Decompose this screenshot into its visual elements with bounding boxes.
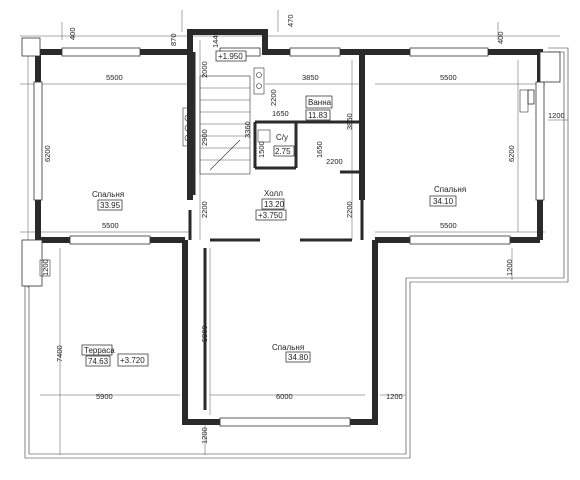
room-level: +3.750 [258,211,283,220]
dim-5500-top-right: 5500 [440,73,457,82]
dim-2200-bath: 2200 [269,89,278,106]
dim-1440: 1440 [211,31,220,48]
dim-2200-right-v: 2200 [345,201,354,218]
dim-2200-hall: 2200 [326,157,343,166]
room-area: 2.75 [275,147,291,156]
dim-6200-left: 6200 [43,145,52,162]
dim-5500-top-left: 5500 [106,73,123,82]
dim-2900: 2900 [200,129,209,146]
room-label-wc: С/у 2.75 [273,133,295,157]
dim-5900-h: 5900 [96,392,113,401]
dim-5900-v: 5900 [200,325,209,342]
dim-1200-right: 1200 [548,111,565,120]
dim-1200-bottom-v: 1200 [200,427,209,444]
stair-level-label: +1.950 [215,50,247,62]
dim-2000: 2000 [200,61,209,78]
dim-2200-left-v: 2200 [200,201,209,218]
stair-level: +1.950 [218,52,243,61]
dimension-lines [20,10,568,455]
room-label-bedroom-bottom: Спальня 34.80 [272,343,311,363]
dim-870: 870 [169,33,178,46]
room-label-hall: Холл 13.20 +3.750 [255,189,287,221]
dim-1500: 1500 [257,141,266,158]
dim-7400: 7400 [55,345,64,362]
dim-3850-v: 3850 [345,113,354,130]
room-area: 74.63 [88,357,109,366]
room-name: Ванна [308,98,332,107]
room-area: 13.20 [264,200,285,209]
room-name: Холл [264,189,283,198]
room-name: Спальня [434,185,466,194]
room-name: С/у [276,133,288,142]
room-label-bedroom-left: Спальня 33.95 [92,190,124,211]
fixtures [39,67,529,277]
dim-1200-bottom: 1200 [386,392,403,401]
room-name: Терраса [84,346,115,355]
room-area: 33.95 [100,201,121,210]
room-label-terrace: Терраса 74.63 +3.720 [81,344,149,367]
room-level: +3.720 [120,356,145,365]
dim-1200-right-v: 1200 [505,259,514,276]
dim-3850-top: 3850 [302,73,319,82]
dim-6200-right: 6200 [507,145,516,162]
room-label-bedroom-right: Спальня 34.10 [429,185,466,207]
dim-470: 470 [286,14,295,27]
room-name: Спальня [272,343,304,352]
dim-400-top-right: 400 [496,31,505,44]
dim-6000: 6000 [276,392,293,401]
dim-1650-v: 1650 [315,141,324,158]
dimension-texts: 400 870 470 400 1440 2000 5500 3850 5500… [41,14,565,444]
stair [199,75,251,175]
room-label-bathroom: Ванна 11.83 [305,95,333,121]
room-area: 11.83 [308,111,328,120]
dim-5500-mid-left: 5500 [102,221,119,230]
dim-5500-mid-right: 5500 [440,221,457,230]
windows [21,37,561,427]
dim-1200-left: 1200 [41,259,50,276]
dim-3360: 3360 [243,121,252,138]
dim-1650-h: 1650 [272,109,289,118]
room-name: Спальня [92,190,124,199]
room-area: 34.80 [288,353,309,362]
dim-400-top-left: 400 [68,27,77,40]
room-area: 34.10 [433,197,454,206]
